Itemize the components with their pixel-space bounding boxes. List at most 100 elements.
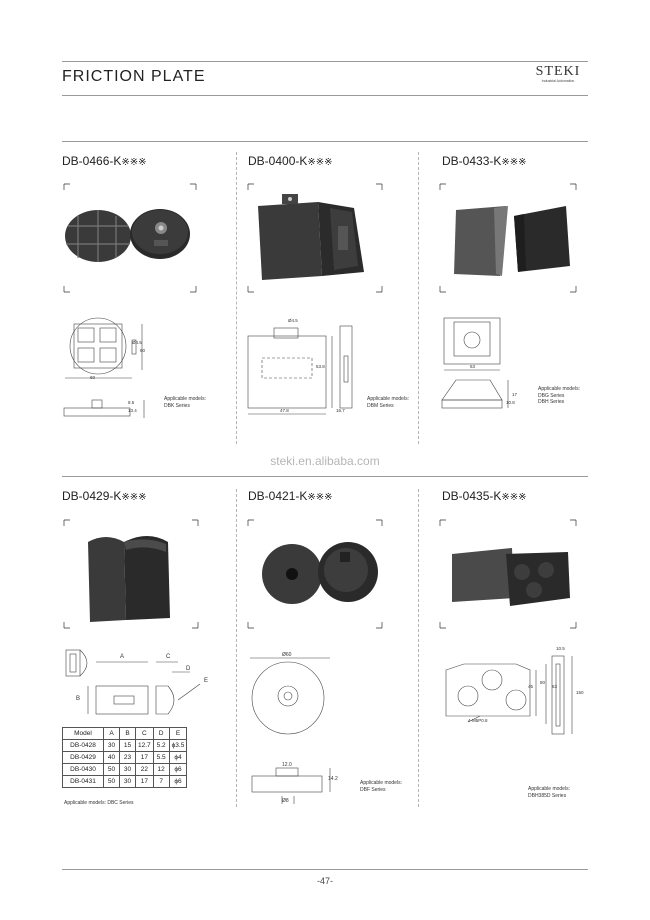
table-cell: DB-0431	[62, 775, 104, 788]
table-row: DB-0429 40 23 17 5.5 ϕ4	[62, 751, 188, 764]
table-cell: 50	[103, 763, 120, 776]
logo-wordmark: STEKI	[535, 64, 581, 79]
section-top-rule	[62, 141, 588, 142]
product-photo-db-0433-k	[439, 183, 577, 293]
table-cell: 40	[103, 751, 120, 764]
col-header-model: Model	[62, 727, 104, 740]
dim-label: 17	[512, 392, 518, 397]
column-divider	[236, 152, 237, 444]
technical-drawing-db-0433-k	[441, 317, 509, 409]
table-cell: ϕ4	[168, 751, 188, 764]
dim-label: 13.4	[128, 408, 137, 413]
dim-label: 47.8	[280, 408, 289, 413]
dim-label: Ø4.5	[288, 318, 298, 323]
table-cell: 12.7	[135, 739, 154, 752]
dim-label: 14.2	[328, 776, 338, 782]
table-row: DB-0430 50 30 22 12 ϕ6	[62, 763, 188, 776]
applicable-label: Applicable models:	[360, 780, 402, 786]
product-title-db-0435-k: DB-0435-K※※※	[442, 489, 527, 503]
applicable-model: DBM Series	[367, 402, 394, 409]
dim-label: 10.8	[506, 400, 515, 405]
col-header-d: D	[152, 727, 170, 740]
column-divider	[236, 489, 237, 807]
product-title-db-0421-k: DB-0421-K※※※	[248, 489, 333, 503]
dim-label: 63	[552, 684, 558, 689]
applicable-models-db-0435-k: Applicable models: DBH385D Series	[528, 786, 570, 799]
dim-label: B	[76, 696, 81, 702]
dim-label: Ø60	[282, 652, 292, 658]
applicable-models-db-0466-k: Applicable models: DBK Series	[164, 396, 206, 409]
applicable-model: DBH385D Series	[528, 792, 567, 799]
applicable-label: Applicable models:	[528, 786, 570, 792]
table-cell: 30	[103, 739, 120, 752]
dim-label: 10.5	[556, 646, 565, 651]
footer-rule	[62, 869, 588, 870]
dim-label: 63	[470, 364, 476, 369]
col-header-c: C	[135, 727, 154, 740]
table-cell: 12	[152, 763, 170, 776]
technical-drawing-db-0466-k	[63, 317, 145, 418]
applicable-models-db-0421-k: Applicable models: DBF Series	[360, 780, 402, 793]
table-cell: 7	[152, 775, 170, 788]
table-cell: 50	[103, 775, 120, 788]
technical-drawing-db-0435-k	[445, 655, 573, 735]
table-cell: ϕ6	[168, 763, 188, 776]
col-header-e: E	[168, 727, 188, 740]
col-header-b: B	[119, 727, 136, 740]
product-title-db-0429-k: DB-0429-K※※※	[62, 489, 147, 503]
dim-label: E	[204, 678, 209, 684]
spec-table-db-0429-k: Model A B C D E DB-0428 30 15 12.7 5.2 ϕ…	[62, 727, 188, 788]
dim-label: C	[166, 654, 171, 660]
column-divider	[418, 489, 419, 807]
spec-table-header-row: Model A B C D E	[62, 727, 188, 740]
applicable-model: DBF Series	[360, 786, 386, 793]
applicable-model: DBH Series	[538, 399, 565, 405]
dim-label: 53.8	[316, 364, 325, 369]
dim-label: 150	[576, 690, 584, 695]
product-photo-db-0435-k	[439, 519, 577, 629]
table-cell: 22	[135, 763, 154, 776]
dim-label: Ø4.5	[132, 340, 142, 345]
applicable-model: DBG Series	[538, 392, 565, 399]
steki-logo: STEKI Industrial Automation	[528, 65, 588, 84]
table-cell: 15	[119, 739, 136, 752]
technical-drawing-db-0429-k	[65, 649, 201, 715]
header-top-rule	[62, 61, 588, 62]
table-cell: 5.2	[152, 739, 170, 752]
technical-drawing-db-0400-k	[247, 325, 353, 415]
column-divider	[418, 152, 419, 444]
header-bottom-rule	[62, 95, 588, 96]
table-cell: ϕ3.5	[168, 739, 188, 752]
table-cell: 17	[135, 775, 154, 788]
col-header-a: A	[103, 727, 120, 740]
technical-drawing-db-0421-k	[250, 657, 331, 804]
table-cell: 23	[119, 751, 136, 764]
product-photo-db-0429-k	[63, 519, 199, 629]
section-middle-rule	[62, 476, 588, 477]
dim-label: A	[120, 654, 125, 660]
product-photo-db-0421-k	[247, 519, 383, 629]
applicable-models-db-0400-k: Applicable models: DBM Series	[367, 396, 409, 409]
dim-label: 4-M5P0.8	[468, 718, 488, 723]
product-title-db-0433-k: DB-0433-K※※※	[442, 154, 527, 168]
table-cell: 30	[119, 763, 136, 776]
website-url: steki.en.alibaba.com	[270, 454, 380, 468]
dim-label: 8.5	[128, 400, 135, 405]
logo-subtitle: Industrial Automation	[541, 79, 575, 83]
product-title-db-0466-k: DB-0466-K※※※	[62, 154, 147, 168]
applicable-label: Applicable models:	[164, 396, 206, 402]
applicable-label: Applicable models:	[538, 386, 580, 392]
table-cell: ϕ6	[168, 775, 188, 788]
dim-label: 80	[540, 680, 546, 685]
product-photo-db-0400-k	[247, 183, 383, 293]
table-cell: DB-0429	[62, 751, 104, 764]
dim-label: 60	[140, 348, 146, 353]
table-cell: 30	[119, 775, 136, 788]
table-row: DB-0428 30 15 12.7 5.2 ϕ3.5	[62, 739, 188, 752]
dim-label: 12.0	[282, 762, 292, 768]
page-title: FRICTION PLATE	[62, 68, 206, 85]
product-title-db-0400-k: DB-0400-K※※※	[248, 154, 333, 168]
dim-label: 45	[528, 684, 534, 689]
dim-label: 60	[90, 375, 96, 380]
table-cell: 5.5	[152, 751, 170, 764]
